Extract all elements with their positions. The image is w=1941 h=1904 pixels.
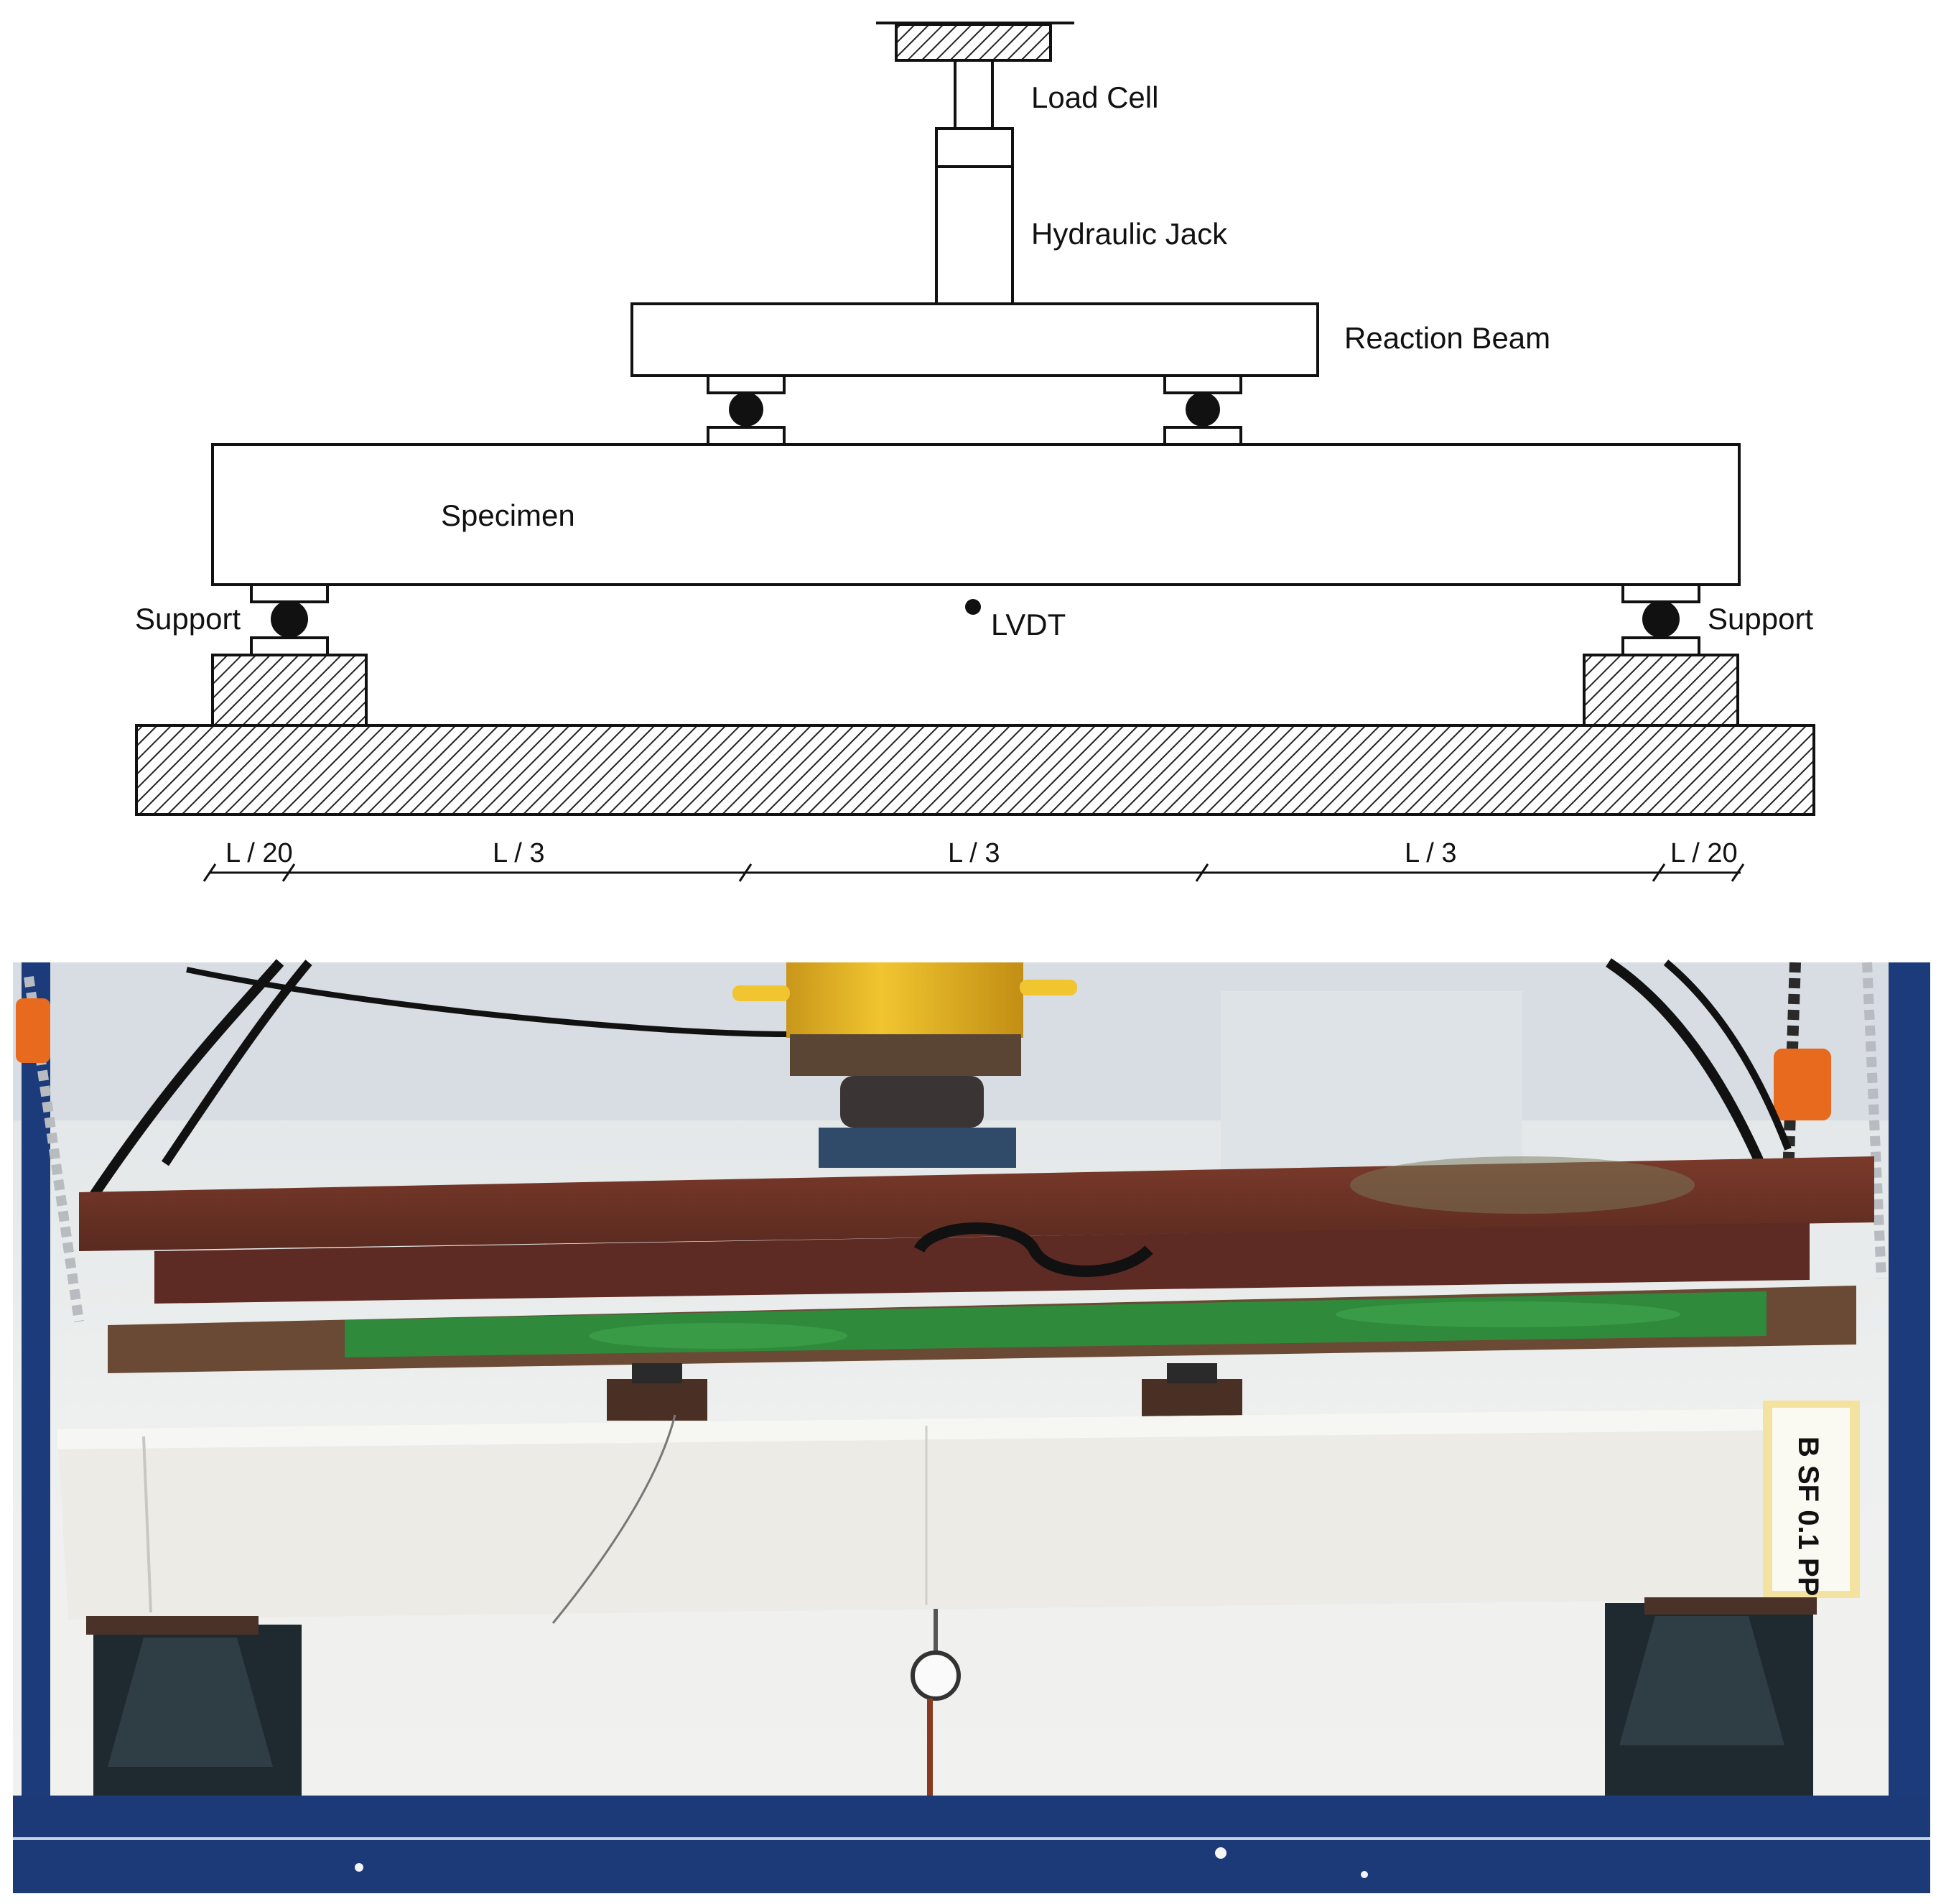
- support-block-right: [1583, 654, 1739, 727]
- label-reaction-beam: Reaction Beam: [1344, 321, 1550, 355]
- dim-label-5: L / 20: [1670, 838, 1738, 868]
- loading-roller-right: [1163, 374, 1242, 446]
- load-cell: [954, 59, 994, 130]
- test-setup-diagram: Load Cell Hydraulic Jack Reaction Beam S…: [135, 22, 1815, 882]
- loading-roller-left: [707, 374, 786, 446]
- dim-label-4: L / 3: [1405, 838, 1457, 868]
- dimension-line: [203, 863, 1745, 882]
- chain-left: [16, 975, 84, 1323]
- label-support-right: Support: [1708, 602, 1813, 636]
- specimen-tag-label: B SF 0.1 PP: [1792, 1436, 1824, 1596]
- photo-panel: B SF 0.1 PP: [13, 958, 1930, 1893]
- base-floor: [135, 724, 1815, 816]
- support-roller-right: [1621, 583, 1700, 656]
- lvdt-point: [965, 599, 981, 615]
- dim-label-1: L / 20: [225, 838, 293, 868]
- label-hydraulic-jack: Hydraulic Jack: [1031, 217, 1228, 251]
- load-point-right: [1142, 1379, 1242, 1421]
- support-roller-left: [250, 583, 329, 656]
- load-point-left: [607, 1379, 707, 1421]
- frame-base: [13, 1796, 1930, 1893]
- dim-label-2: L / 3: [493, 838, 545, 868]
- label-specimen: Specimen: [441, 498, 575, 532]
- label-lvdt: LVDT: [991, 608, 1066, 641]
- hydraulic-jack-photo: [732, 962, 1077, 1168]
- dim-label-3: L / 3: [948, 838, 1000, 868]
- label-support-left: Support: [135, 602, 241, 636]
- specimen-photo: B SF 0.1 PP: [57, 1401, 1860, 1624]
- lower-spreader-beam: [108, 1286, 1856, 1373]
- label-load-cell: Load Cell: [1031, 80, 1158, 114]
- chain-right: [1774, 962, 1886, 1279]
- reaction-beam: [630, 302, 1319, 377]
- specimen-beam: [211, 443, 1741, 586]
- support-block-left: [211, 654, 368, 727]
- upper-spreader-beam: [79, 1156, 1874, 1304]
